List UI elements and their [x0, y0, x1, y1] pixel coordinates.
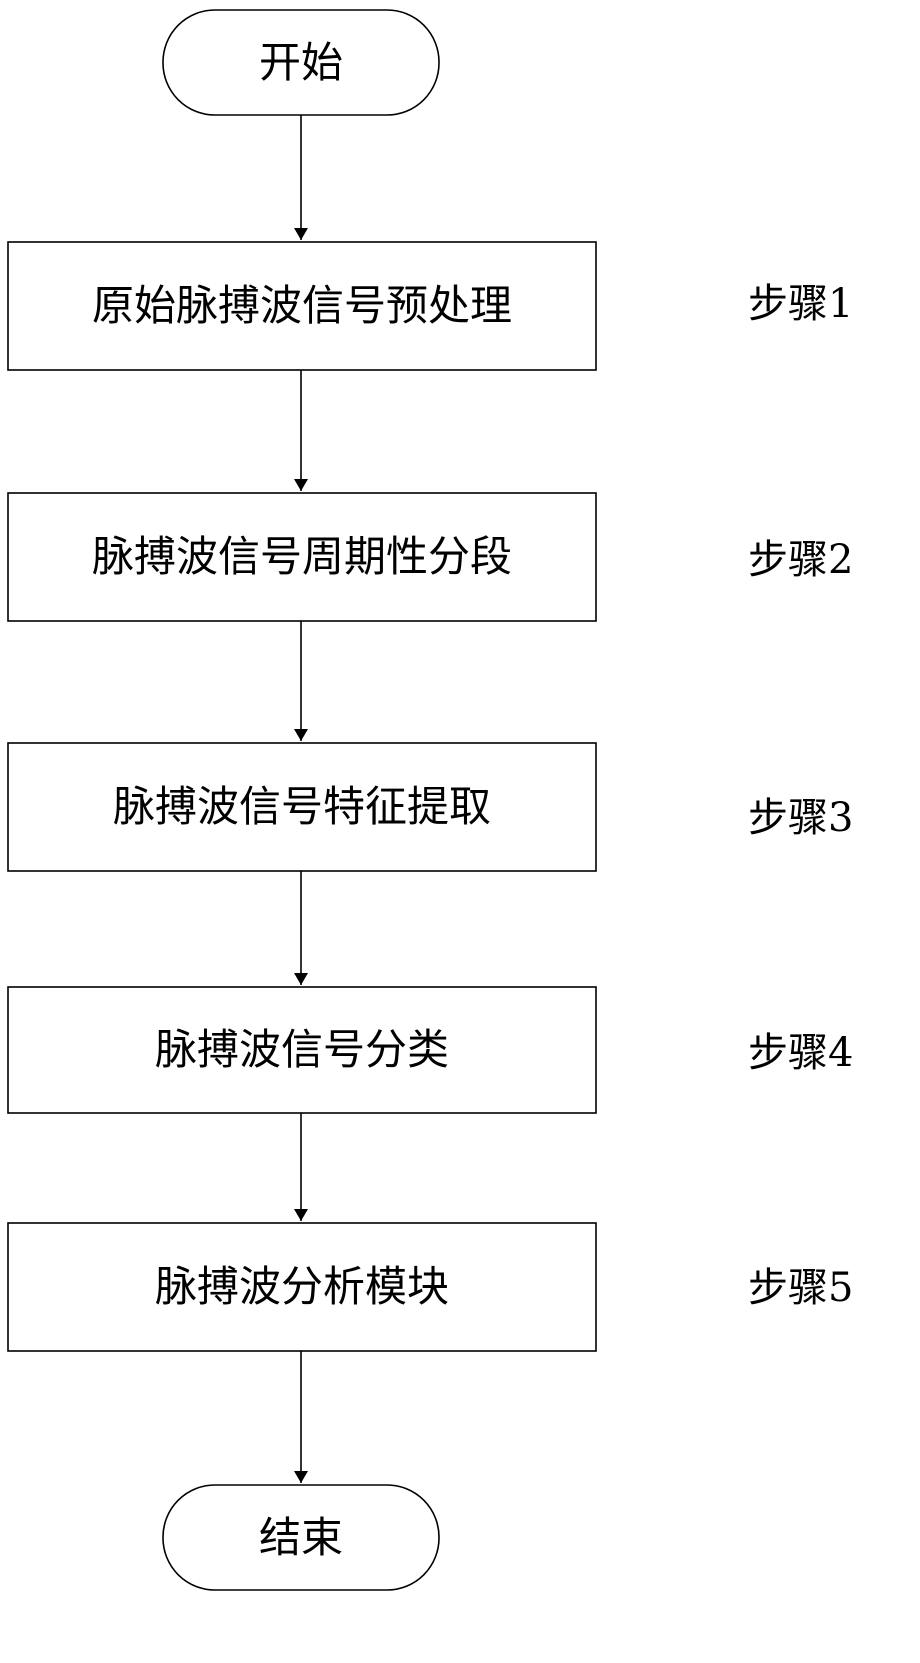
step3-label: 步骤3 — [748, 798, 853, 838]
step5-label: 步骤5 — [748, 1268, 853, 1308]
step1-text: 原始脉搏波信号预处理 — [8, 242, 596, 370]
step2-text: 脉搏波信号周期性分段 — [8, 493, 596, 621]
step5-text: 脉搏波分析模块 — [8, 1223, 596, 1351]
step4-label: 步骤4 — [748, 1033, 853, 1073]
start-label: 开始 — [163, 10, 439, 115]
step4-text: 脉搏波信号分类 — [8, 987, 596, 1113]
end-label: 结束 — [163, 1485, 439, 1590]
step2-label: 步骤2 — [748, 540, 853, 580]
step1-label: 步骤1 — [748, 284, 853, 324]
step3-text: 脉搏波信号特征提取 — [8, 743, 596, 871]
